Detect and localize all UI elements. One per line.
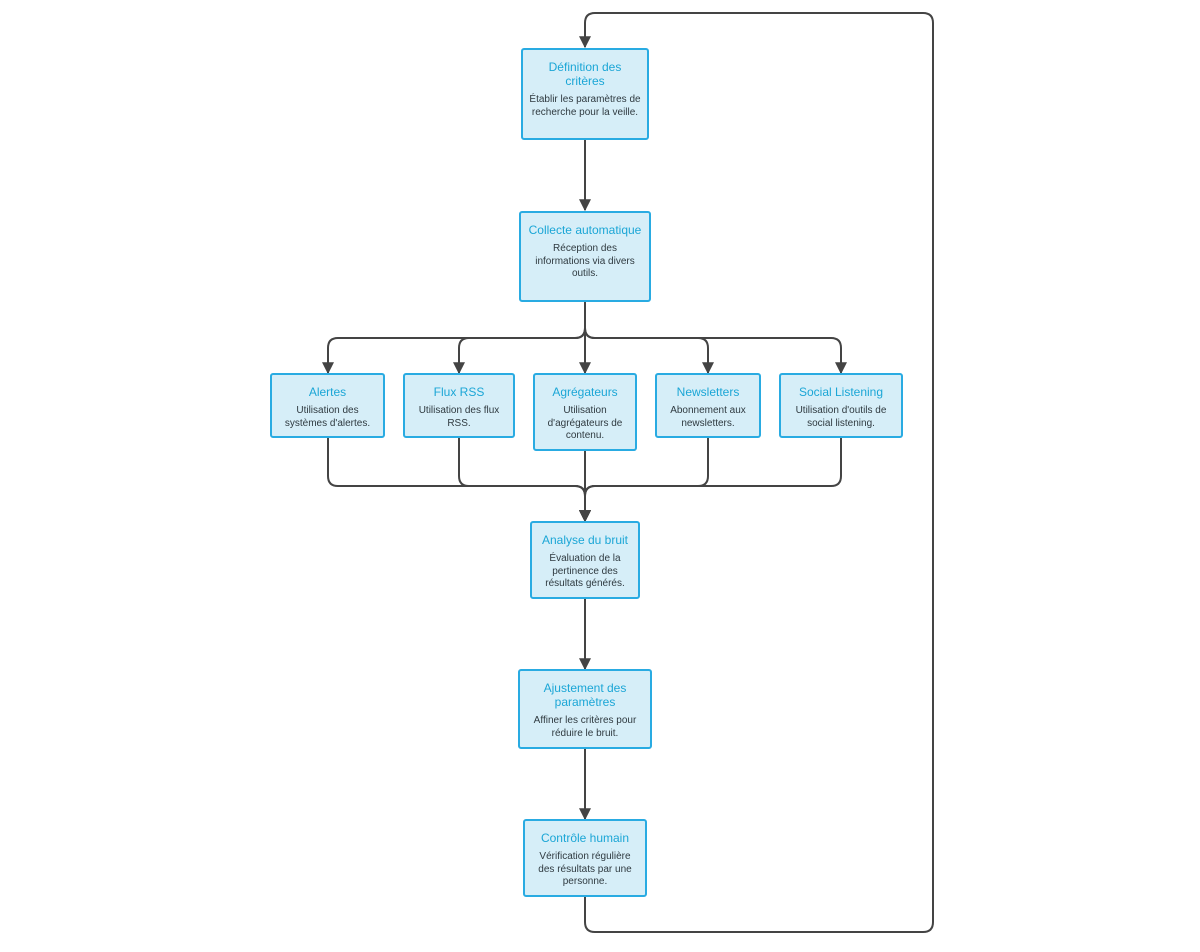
node-description: Établir les paramètres de recherche pour…	[529, 94, 641, 118]
node-collecte-automatique: Collecte automatique Réception des infor…	[519, 211, 651, 302]
node-description: Vérification régulière des résultats par…	[538, 851, 632, 887]
node-title: Collecte automatique	[528, 223, 642, 237]
node-alertes: Alertes Utilisation des systèmes d'alert…	[270, 373, 385, 438]
node-title: Newsletters	[676, 385, 740, 399]
node-title: Analyse du bruit	[541, 533, 629, 547]
node-description: Utilisation des systèmes d'alertes.	[284, 405, 371, 429]
node-title: Social Listening	[798, 385, 884, 399]
node-newsletters: Newsletters Abonnement aux newsletters.	[655, 373, 761, 438]
node-controle-humain: Contrôle humain Vérification régulière d…	[523, 819, 647, 897]
node-description: Réception des informations via divers ou…	[535, 243, 635, 279]
node-description: Affiner les critères pour réduire le bru…	[533, 715, 637, 739]
node-description: Utilisation d'outils de social listening…	[795, 405, 887, 429]
node-description: Abonnement aux newsletters.	[670, 405, 746, 429]
node-agregateurs: Agrégateurs Utilisation d'agrégateurs de…	[533, 373, 637, 451]
node-title: Contrôle humain	[540, 831, 630, 845]
node-flux-rss: Flux RSS Utilisation des flux RSS.	[403, 373, 515, 438]
node-social-listening: Social Listening Utilisation d'outils de…	[779, 373, 903, 438]
node-title: Flux RSS	[433, 385, 485, 399]
node-ajustement-des-parametres: Ajustement des paramètres Affiner les cr…	[518, 669, 652, 749]
node-title: Ajustement des paramètres	[543, 681, 627, 709]
edge-social-analyse	[579, 438, 842, 523]
node-title: Définition des critères	[548, 60, 622, 88]
node-title: Agrégateurs	[552, 385, 618, 399]
node-description: Utilisation des flux RSS.	[418, 405, 500, 429]
edge-collecte-social	[584, 302, 847, 375]
node-analyse-du-bruit: Analyse du bruit Évaluation de la pertin…	[530, 521, 640, 599]
edge-controle-definition	[579, 12, 934, 933]
node-title: Alertes	[308, 385, 347, 399]
node-definition-des-criteres: Définition des critères Établir les para…	[521, 48, 649, 140]
node-description: Utilisation d'agrégateurs de contenu.	[547, 405, 623, 441]
node-description: Évaluation de la pertinence des résultat…	[545, 553, 625, 589]
edge-collecte-rss	[453, 302, 586, 375]
